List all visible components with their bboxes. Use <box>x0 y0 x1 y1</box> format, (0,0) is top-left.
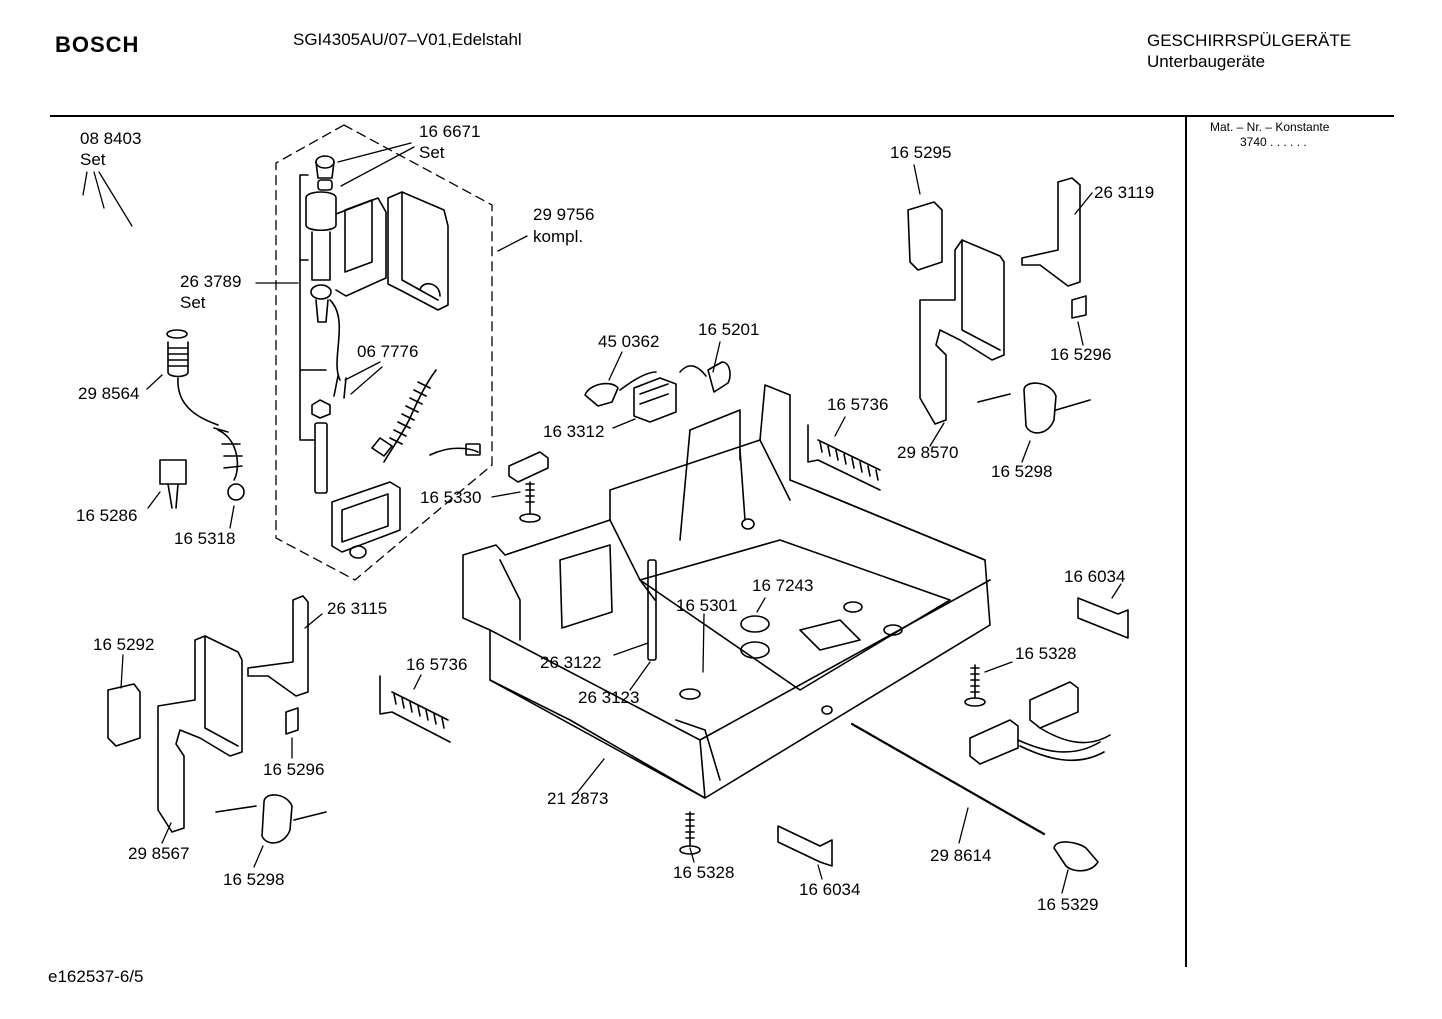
material-number-heading: Mat. – Nr. – Konstante <box>1210 120 1330 134</box>
model-title: SGI4305AU/07–V01,Edelstahl <box>293 30 522 49</box>
part-label: 06 7776 <box>357 342 419 361</box>
drawing-id: e162537-6/5 <box>48 967 144 986</box>
part-label: 21 2873 <box>547 789 609 808</box>
part-label: 16 5328 <box>673 863 735 882</box>
part-label: 16 5329 <box>1037 895 1099 914</box>
category-subtitle: Unterbaugeräte <box>1147 52 1266 71</box>
part-label: 08 8403 <box>80 129 142 148</box>
part-label: 16 5296 <box>263 760 325 779</box>
part-label: 16 6671 <box>419 122 481 141</box>
part-label: 16 5736 <box>827 395 889 414</box>
part-label: 16 5295 <box>890 143 952 162</box>
part-label: 16 6034 <box>1064 567 1126 586</box>
bracket-assembly <box>331 481 401 559</box>
part-label: 29 8614 <box>930 846 992 865</box>
bottom-parts <box>679 811 833 867</box>
part-label: 29 9756 <box>533 205 595 224</box>
part-label: Set <box>180 293 206 312</box>
drain-hose <box>166 329 245 501</box>
base-tub <box>462 384 991 799</box>
right-lower-parts <box>850 597 1129 872</box>
part-label: Set <box>80 150 106 169</box>
part-label: Set <box>419 143 445 162</box>
part-label: 16 5328 <box>1015 644 1077 663</box>
part-label: 16 5330 <box>420 488 482 507</box>
part-label: 26 3122 <box>540 653 602 672</box>
part-label: 16 5301 <box>676 596 738 615</box>
bracket-right <box>907 177 1091 434</box>
part-label: 16 5298 <box>991 462 1053 481</box>
part-label: 45 0362 <box>598 332 660 351</box>
rod-and-fittings <box>299 174 331 494</box>
brand-logo: BOSCH <box>55 32 140 57</box>
part-label: kompl. <box>533 227 584 246</box>
material-number-value: 3740 . . . . . . <box>1240 135 1307 149</box>
part-label: 16 7243 <box>752 576 814 595</box>
part-label: 26 3123 <box>578 688 640 707</box>
valve-assembly <box>305 155 449 399</box>
part-label: 26 3115 <box>327 599 388 618</box>
part-label: 26 3789 <box>180 272 242 291</box>
part-label: 16 5286 <box>76 506 138 525</box>
side-panel-divider <box>1185 115 1187 967</box>
part-label: 16 3312 <box>543 422 605 441</box>
part-label: 29 8570 <box>897 443 959 462</box>
spring-part-right <box>807 424 881 491</box>
part-label: 16 5298 <box>223 870 285 889</box>
part-label: 16 5736 <box>406 655 468 674</box>
part-label: 29 8567 <box>128 844 190 863</box>
header-divider <box>50 115 1394 117</box>
part-label: 26 3119 <box>1094 183 1155 202</box>
coiled-hose <box>371 369 481 463</box>
part-label: 16 5292 <box>93 635 155 654</box>
part-label: 16 5318 <box>174 529 236 548</box>
bracket-left <box>107 595 327 844</box>
connector-group <box>584 361 731 423</box>
clip-part <box>159 459 187 509</box>
leader-lines <box>82 142 1122 894</box>
part-label: 16 5296 <box>1050 345 1112 364</box>
part-label: 29 8564 <box>78 384 140 403</box>
assembly-boundary <box>275 124 493 581</box>
part-label: 16 6034 <box>799 880 861 899</box>
category-title: GESCHIRRSPÜLGERÄTE <box>1147 31 1352 50</box>
switch-part <box>508 451 549 523</box>
part-label: 16 5201 <box>698 320 760 339</box>
spring-part-left <box>379 675 451 743</box>
